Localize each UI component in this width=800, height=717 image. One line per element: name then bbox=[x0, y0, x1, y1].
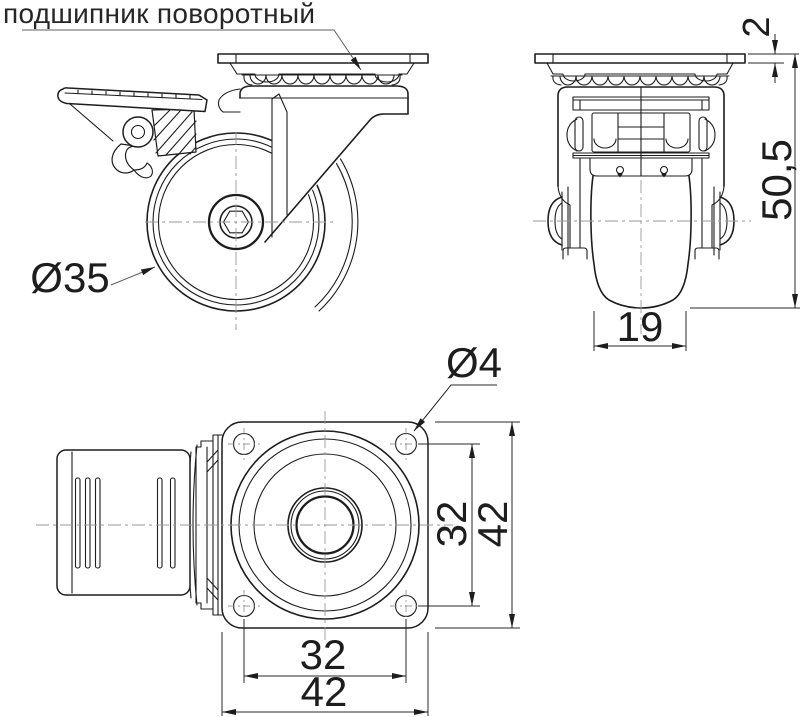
screw-icon bbox=[659, 165, 669, 175]
dim-plate-thickness: 2 bbox=[736, 16, 778, 37]
dim-plate-height: 42 bbox=[469, 501, 516, 548]
wheel-diameter-leader bbox=[110, 266, 156, 286]
ball-bearing-row bbox=[241, 74, 403, 86]
side-view bbox=[57, 53, 429, 312]
dim-wheel-width: 19 bbox=[617, 303, 664, 350]
hole-diameter-leader bbox=[413, 384, 497, 432]
dim-wheel-diameter: Ø35 bbox=[30, 254, 109, 301]
dim-hole-spacing-vertical: 32 bbox=[428, 501, 475, 548]
front-axle-bolts bbox=[547, 186, 735, 256]
brake-lever bbox=[57, 87, 208, 179]
dim-plate-width: 42 bbox=[301, 668, 348, 715]
screw-icon bbox=[615, 165, 625, 175]
brake-pedal bbox=[57, 87, 208, 113]
plate-underside bbox=[229, 62, 415, 83]
title-leader bbox=[22, 29, 362, 71]
dim-total-height: 50,5 bbox=[753, 139, 800, 221]
centerlines bbox=[36, 132, 751, 641]
brake-claw bbox=[111, 143, 136, 174]
brake-pivot bbox=[122, 116, 154, 148]
front-view bbox=[534, 53, 746, 309]
front-fork bbox=[557, 86, 725, 260]
side-bracket bbox=[264, 93, 409, 243]
dimensions: подшипник поворотный Ø35 2 50,5 19 Ø4 32… bbox=[3, 0, 800, 716]
label-bearing-title: подшипник поворотный bbox=[3, 0, 315, 29]
top-brake-pedal bbox=[56, 449, 191, 596]
dim-hole-diameter: Ø4 bbox=[446, 339, 502, 386]
front-top-plate bbox=[534, 53, 746, 82]
dim-hole-spacing-horizontal: 32 bbox=[300, 631, 347, 678]
side-top-plate bbox=[217, 53, 429, 64]
front-ball-row bbox=[550, 75, 730, 86]
side-swivel-head bbox=[217, 85, 409, 113]
